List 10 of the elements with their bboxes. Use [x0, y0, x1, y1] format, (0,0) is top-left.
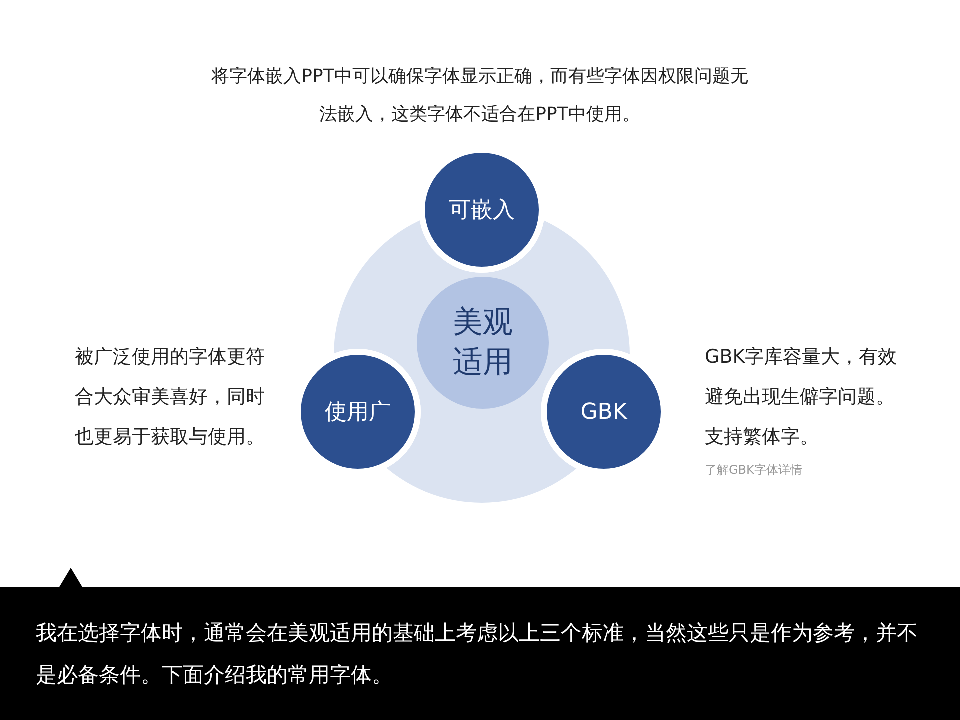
node-label: 美观适用 — [452, 304, 514, 382]
description-text: GBK字库容量大，有效避免出现生僻字问题。支持繁体字。 — [705, 345, 898, 450]
note-text: 了解GBK字体详情 — [705, 462, 804, 479]
caption-band — [0, 587, 960, 720]
intro-text: 将字体嵌入PPT中可以确保字体显示正确，而有些字体因权限问题无法嵌入，这类字体不适合在PPT中使用。 — [210, 65, 750, 127]
node-label: 使用广 — [325, 399, 391, 427]
description-text: 被广泛使用的字体更符合大众审美喜好，同时也更易于获取与使用。 — [75, 345, 266, 450]
caption-text: 我在选择字体时，通常会在美观适用的基础上考虑以上三个标准，当然这些只是作为参考，并不是必备条件。下面介绍我的常用字体。 — [36, 620, 919, 688]
node-label: 可嵌入 — [449, 197, 515, 225]
node-label: GBK — [580, 400, 628, 424]
